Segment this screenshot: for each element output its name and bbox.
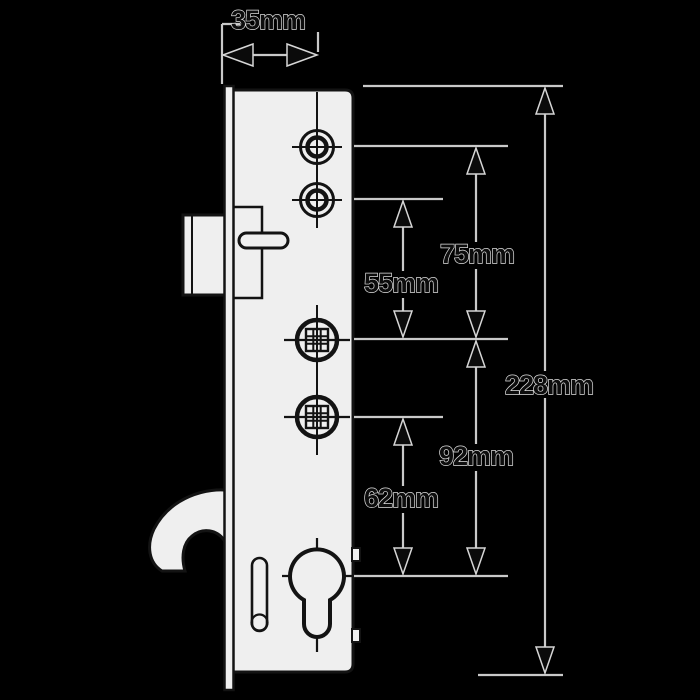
fixing-slot [250,556,269,633]
dim-label-roller2-to-hub: 55mm [364,268,438,298]
case-tab-lower [351,628,361,643]
euro-cylinder-cutout [282,538,352,652]
dim-label-roller1-to-hub: 75mm [440,239,514,269]
faceplate [223,84,235,692]
dim-label-hub-to-cylinder: 92mm [439,441,513,471]
spindle-hub-lower [284,394,350,440]
roller-cam-second [292,182,342,218]
dim-label-hub2-to-cylinder: 62mm [364,483,438,513]
arrowheads [220,42,556,676]
latch-case [233,205,264,300]
label-masks [366,242,597,513]
spindle-hub-upper [284,317,350,363]
dim-label-overall-height: 228mm [505,370,593,400]
hook-bolt [148,488,235,573]
roller-cam-top [292,129,342,165]
extension-lines [220,22,563,677]
dim-label-backset: 35mm [231,5,305,35]
follower-slot [237,231,290,250]
latch-bolt [181,213,227,297]
case-tab-upper [351,547,361,562]
